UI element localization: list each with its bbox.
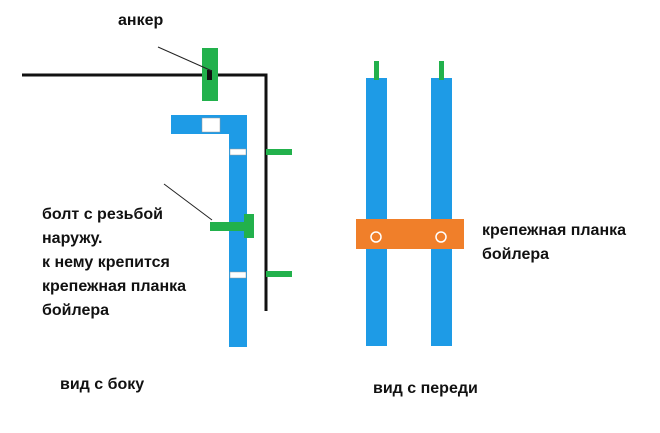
bracket-description-line: крепежная планка <box>482 222 627 239</box>
bolt-description-line: бойлера <box>42 302 110 319</box>
front-view-caption: вид с переди <box>373 380 478 397</box>
profile-hole <box>201 117 221 133</box>
profile-right <box>431 78 452 346</box>
bracket-description: крепежная планка бойлера <box>482 219 626 267</box>
side-view <box>22 46 292 347</box>
profile-right-anchor <box>439 61 444 80</box>
anchor-leader-line <box>157 46 213 72</box>
bolt-description-line: наружу. <box>42 230 103 247</box>
bolt-description: болт с резьбой наружу. к нему крепится к… <box>42 203 186 323</box>
anchor-label: анкер <box>118 12 164 29</box>
wall-anchor <box>266 271 292 277</box>
bracket-hole <box>435 231 447 243</box>
bolt-description-line: болт с резьбой <box>42 206 163 223</box>
bolt-leader-line <box>163 183 213 221</box>
profile-left <box>366 78 387 346</box>
side-view-caption: вид с боку <box>60 376 145 393</box>
bolt-description-line: к нему крепится <box>42 254 170 271</box>
bracket-description-line: бойлера <box>482 246 550 263</box>
bracket-hole <box>370 231 382 243</box>
wall-anchor <box>266 149 292 155</box>
threaded-bolt <box>210 222 252 231</box>
bolt-description-line: крепежная планка <box>42 278 187 295</box>
mounting-bracket <box>356 219 464 249</box>
front-view <box>356 61 464 346</box>
anchor-slot <box>207 70 212 80</box>
profile-left-anchor <box>374 61 379 80</box>
threaded-bolt-head <box>244 214 254 238</box>
wall-outline <box>22 73 268 311</box>
profile-hole <box>229 148 247 156</box>
profile-hole <box>229 271 247 279</box>
